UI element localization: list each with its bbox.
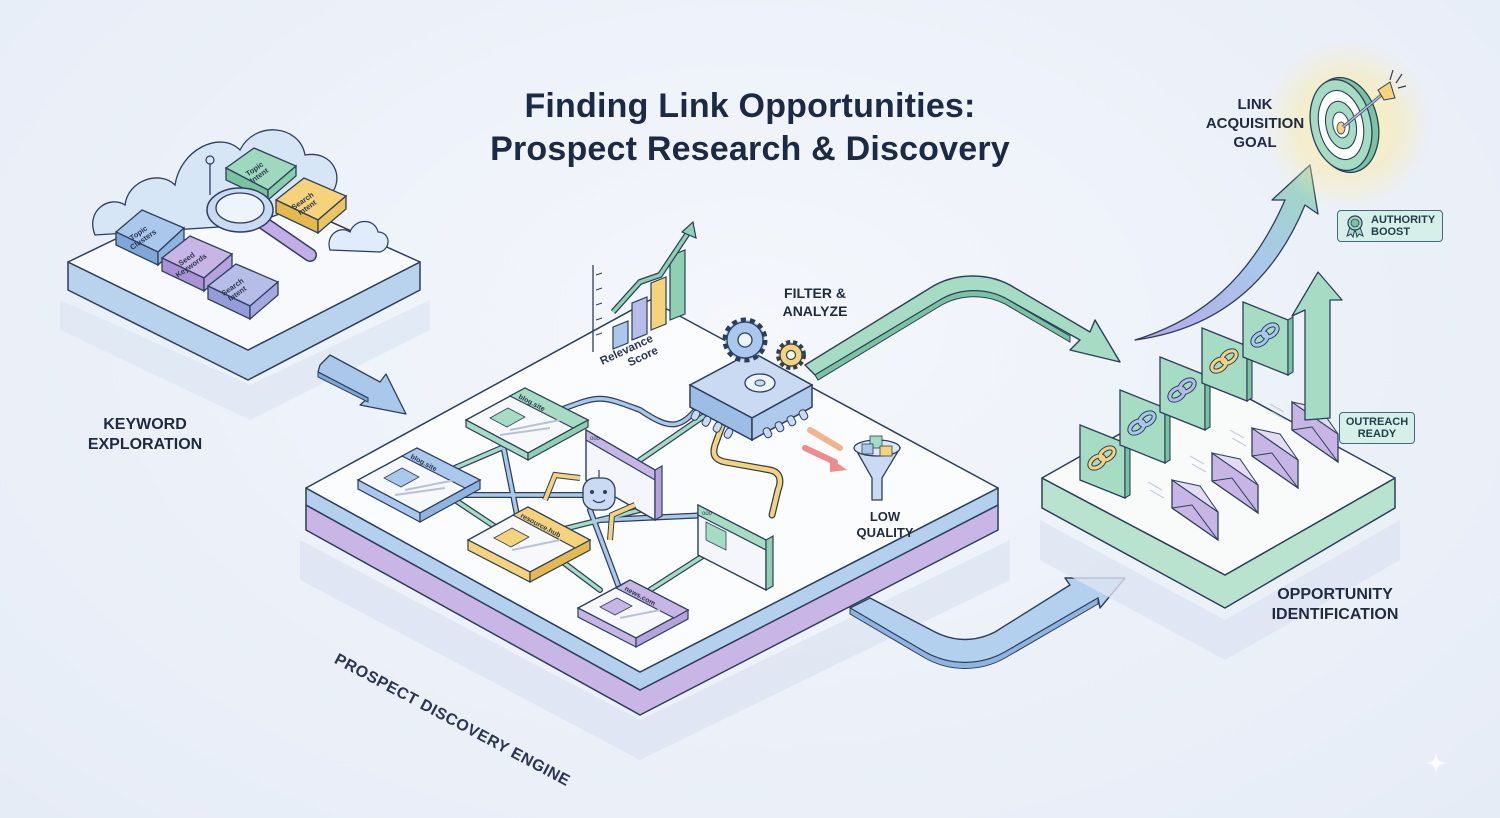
browser-window-purple: ooo <box>585 428 663 522</box>
award-ribbon-icon <box>1346 215 1364 238</box>
keyword-tiles <box>114 147 348 321</box>
outreach-ready-badge: Outreach Ready <box>1339 412 1415 444</box>
badge-line: Outreach <box>1345 416 1409 428</box>
badge-line: Authority <box>1371 214 1436 226</box>
page-title-line1: Finding Link Opportunities: <box>524 87 976 125</box>
svg-text:ooo: ooo <box>702 511 713 517</box>
tile-search-intent-upper <box>274 177 348 235</box>
gear-icon-small <box>776 340 806 370</box>
envelope-icon <box>1251 426 1299 490</box>
badge-line: Boost <box>1371 226 1411 238</box>
arrow-up-outreach <box>1291 271 1343 421</box>
link-card <box>1242 301 1294 376</box>
filter-analyze-chip <box>688 317 814 442</box>
tile-topic-intent <box>224 147 298 202</box>
gear-icon <box>722 317 768 363</box>
link-cards <box>1079 301 1294 499</box>
tile-seed-keywords <box>160 235 234 293</box>
low-quality-funnel-icon <box>802 427 902 501</box>
label-line: Low <box>869 509 901 524</box>
target-goal-icon <box>1262 40 1432 210</box>
link-card <box>1159 356 1211 431</box>
keyword-exploration-label: Keyword Exploration <box>70 415 220 455</box>
site-card-news <box>576 579 690 649</box>
low-quality-label: Low Quality <box>840 509 930 541</box>
label-line: Goal <box>1233 134 1277 151</box>
tile-topic-clusters <box>114 209 186 267</box>
relevance-score-chart <box>592 220 697 352</box>
label-line: Link <box>1237 96 1273 113</box>
label-line: Keyword <box>103 416 187 433</box>
arrow-engine-to-opportunity <box>804 275 1121 381</box>
arrow-keyword-to-engine <box>317 354 407 415</box>
envelope-icon <box>1171 478 1219 542</box>
opportunity-identification-label: Opportunity Identification <box>1245 585 1425 625</box>
badge-line: Ready <box>1357 428 1397 440</box>
link-card <box>1079 424 1131 499</box>
filter-analyze-label: Filter & Analyze <box>760 284 870 320</box>
gear-icon-bottom <box>744 373 776 393</box>
link-card <box>1119 389 1171 464</box>
label-line: Identification <box>1271 606 1399 623</box>
authority-boost-badge: Authority Boost <box>1337 210 1443 242</box>
label-line: Quality <box>856 525 914 540</box>
label-line: Acquisition <box>1205 115 1305 132</box>
link-acquisition-goal-label: Link Acquisition Goal <box>1195 95 1315 152</box>
site-card-blog-left <box>356 447 482 524</box>
label-line: Filter & <box>784 285 846 301</box>
magnifier-icon <box>206 187 317 262</box>
arrow-to-goal <box>1134 164 1319 341</box>
label-line: Exploration <box>87 436 203 453</box>
tile-search-intent-lower <box>206 263 280 321</box>
svg-text:ooo: ooo <box>590 436 601 442</box>
site-card-blog-top <box>464 387 590 462</box>
arrow-engine-to-opportunity-lower <box>849 577 1126 669</box>
label-line: Analyze <box>782 303 848 319</box>
label-line: Opportunity <box>1277 586 1393 603</box>
link-card <box>1201 327 1253 402</box>
crawler-robot-icon <box>542 470 637 541</box>
page-title-line2: Prospect Research & Discovery <box>490 130 1010 168</box>
sparkle-watermark-icon <box>1425 752 1447 774</box>
browser-window-green: ooo <box>697 503 774 592</box>
envelope-icon <box>1211 451 1259 515</box>
site-card-resource-hub <box>466 506 592 583</box>
